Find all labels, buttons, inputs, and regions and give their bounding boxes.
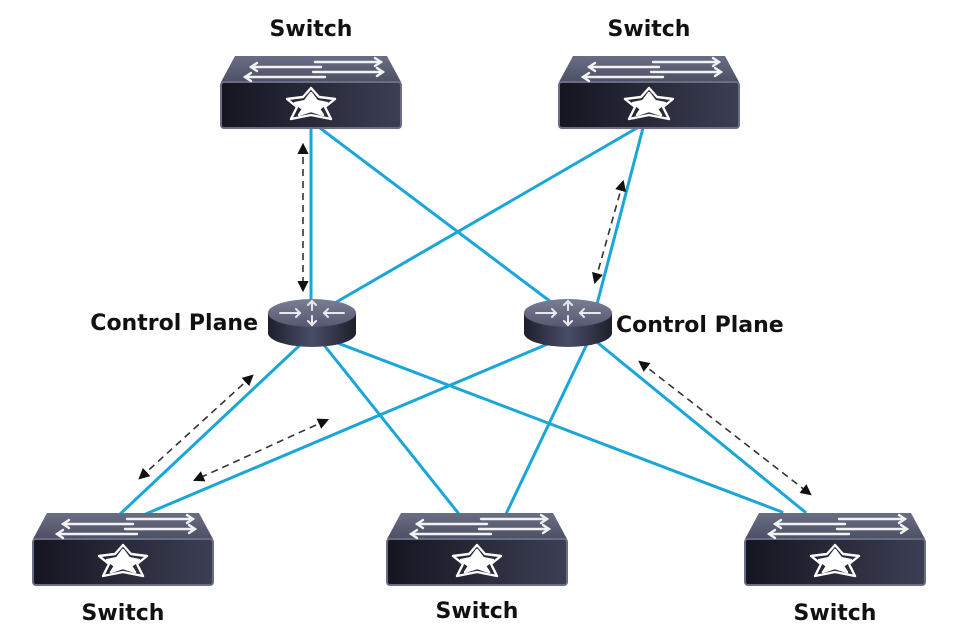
- link-top-right-to-cp-left: [331, 126, 639, 306]
- control-messages: [138, 142, 812, 496]
- link-cp-right-to-bottom-right: [596, 341, 807, 514]
- control-plane-label: Control Plane: [616, 313, 784, 338]
- control-plane-label: Control Plane: [90, 311, 258, 336]
- switch-label: Switch: [794, 601, 877, 626]
- switch-bottom-left[interactable]: [31, 511, 215, 587]
- switch-top-left[interactable]: [219, 54, 403, 130]
- switch-label: Switch: [270, 17, 353, 42]
- control-message-arrow: [138, 374, 254, 480]
- switch-label: Switch: [82, 601, 165, 626]
- link-cp-left-to-bottom-center: [322, 343, 461, 516]
- switch-bottom-center[interactable]: [385, 511, 569, 587]
- link-cp-right-to-bottom-center: [504, 344, 588, 516]
- link-top-right-to-cp-right: [595, 126, 645, 306]
- switch-top-right[interactable]: [557, 54, 741, 130]
- switch-bottom-right[interactable]: [743, 511, 927, 587]
- control-plane-left[interactable]: [267, 298, 357, 348]
- link-cp-right-to-bottom-left: [139, 341, 552, 518]
- router-icon: [523, 298, 613, 348]
- control-message-arrow: [192, 418, 330, 482]
- control-message-arrow: [592, 179, 626, 285]
- link-cp-left-to-bottom-left: [116, 343, 302, 518]
- control-plane-right[interactable]: [523, 298, 613, 348]
- control-message-arrow: [638, 360, 812, 496]
- switch-label: Switch: [436, 599, 519, 624]
- switch-label: Switch: [608, 17, 691, 42]
- switch-icon: [385, 511, 569, 587]
- switch-icon: [743, 511, 927, 587]
- switch-icon: [31, 511, 215, 587]
- link-top-left-to-cp-right: [318, 126, 557, 307]
- switch-icon: [557, 54, 741, 130]
- link-cp-left-to-bottom-right: [333, 340, 784, 514]
- switch-icon: [219, 54, 403, 130]
- router-icon: [267, 298, 357, 348]
